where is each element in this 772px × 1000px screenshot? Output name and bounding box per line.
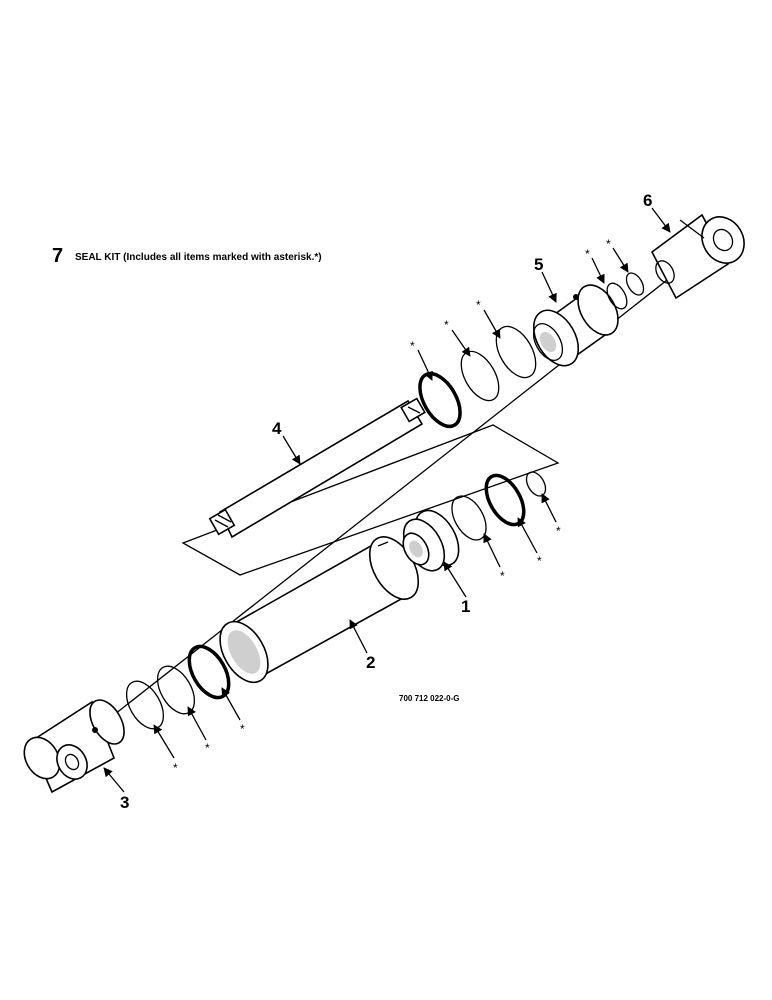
rod-end-clevis: [650, 213, 745, 300]
callout-arrow-5: [541, 271, 557, 303]
callout-2: 2: [366, 653, 375, 672]
cylinder-barrel: [219, 536, 420, 684]
asterisk-marker: *: [240, 722, 245, 736]
grease-fitting-icon: [92, 727, 98, 733]
asterisk-marker: *: [444, 318, 449, 332]
asterisk-marker: *: [585, 247, 590, 261]
callout-arrow-2: [349, 619, 368, 654]
barrel-backup-ring: [156, 665, 196, 715]
asterisk-marker: *: [410, 339, 415, 353]
seal-arrow: [483, 533, 501, 568]
piston-ring-seal: [451, 495, 487, 541]
callout-arrow-1: [443, 561, 467, 598]
callout-1: 1: [461, 597, 470, 616]
rod-seal-ring: [606, 282, 628, 310]
seal-arrow: [187, 706, 207, 741]
seal-arrow: [517, 517, 538, 554]
seal-arrow: [612, 247, 629, 273]
callout-arrow-3: [103, 767, 125, 793]
asterisk-marker: *: [500, 569, 505, 583]
callout-4: 4: [272, 419, 282, 438]
asterisk-marker: *: [606, 237, 611, 251]
seal-arrow: [221, 687, 241, 721]
gland-wiper-snap-ring: [495, 325, 537, 379]
asterisk-marker: *: [173, 761, 178, 775]
base-end-clevis: [23, 699, 125, 794]
seal-arrow: [483, 309, 501, 339]
rod-assembly-outline: [181, 424, 560, 576]
piston-small-o-ring: [525, 471, 547, 497]
piston-o-ring: [484, 473, 526, 527]
seal-kit-number: 7: [52, 245, 63, 267]
piston-rod: [208, 397, 426, 539]
seal-arrow: [153, 724, 175, 759]
drawing-number: 700 712 022-0-G: [399, 694, 460, 703]
seal-arrow: [541, 493, 557, 523]
callout-6: 6: [643, 191, 652, 210]
seal-arrow: [591, 257, 605, 284]
asterisk-marker: *: [205, 741, 210, 755]
asterisk-marker: *: [537, 554, 542, 568]
seal-arrow: [451, 329, 471, 357]
asterisk-marker: *: [476, 298, 481, 312]
callout-arrow-6: [651, 207, 671, 233]
seal-kit-description: SEAL KIT (Includes all items marked with…: [75, 252, 322, 263]
gland-head: [532, 284, 619, 367]
rod-wiper-ring: [625, 272, 645, 296]
seal-arrow: [417, 349, 433, 381]
callout-arrow-4: [282, 435, 301, 465]
gland-backup-ring: [460, 350, 500, 402]
port-hole-icon: [573, 294, 579, 300]
asterisk-marker: *: [556, 524, 561, 538]
callout-3: 3: [120, 793, 129, 812]
callout-5: 5: [534, 255, 543, 274]
